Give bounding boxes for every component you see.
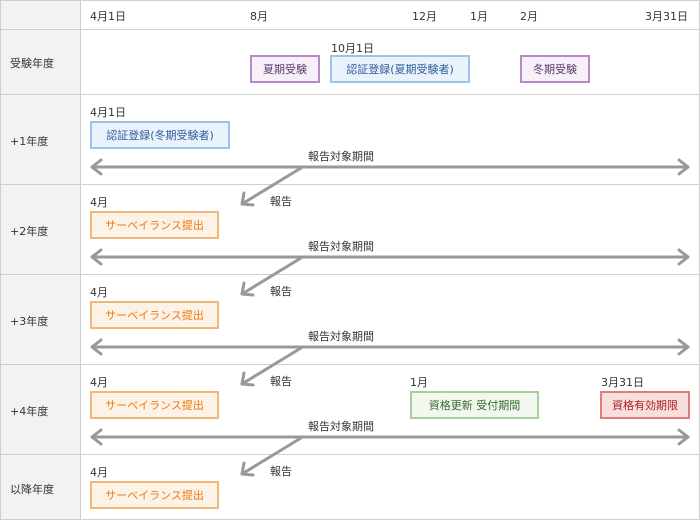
surveillance-submit-box: サーベイランス提出 (90, 481, 219, 509)
row-label-year2: +2年度 (10, 225, 49, 238)
arrowhead-left (90, 338, 103, 356)
report-arrow (240, 346, 303, 386)
month-label-apr1: 4月1日 (90, 10, 126, 23)
arrowhead-right (677, 338, 690, 356)
row-label-column (0, 0, 81, 519)
month-label-jan: 1月 (470, 10, 488, 23)
month-label-feb: 2月 (520, 10, 538, 23)
timeline-header (0, 0, 699, 30)
arrowhead-right (677, 428, 690, 446)
arrowhead-left (90, 248, 103, 266)
renewal-acceptance-box: 資格更新 受付期間 (410, 391, 539, 419)
month-apr: 4月 (90, 466, 108, 479)
row-divider (0, 184, 699, 185)
month-label-dec: 12月 (412, 10, 437, 23)
summer-exam-box: 夏期受験 (250, 55, 320, 83)
report-label: 報告 (270, 195, 292, 208)
qualification-expiry-box: 資格有効期限 (600, 391, 690, 419)
row-divider (0, 364, 699, 365)
month-label-mar31: 3月31日 (645, 10, 688, 23)
report-period-label: 報告対象期間 (306, 328, 376, 344)
report-period-label: 報告対象期間 (306, 148, 376, 164)
arrowhead-right (677, 248, 690, 266)
report-label: 報告 (270, 285, 292, 298)
arrowhead-left (90, 428, 103, 446)
cert-registration-summer-box: 認証登録(夏期受験者) (330, 55, 470, 83)
row-label-year4: +4年度 (10, 405, 49, 418)
report-arrow (240, 166, 303, 206)
report-period-label: 報告対象期間 (306, 418, 376, 434)
report-arrow (240, 256, 303, 296)
report-label: 報告 (270, 375, 292, 388)
surveillance-submit-box: サーベイランス提出 (90, 211, 219, 239)
month-apr: 4月 (90, 286, 108, 299)
row-divider (0, 94, 699, 95)
winter-exam-box: 冬期受験 (520, 55, 590, 83)
month-apr: 4月 (90, 376, 108, 389)
report-arrowhead (240, 281, 255, 297)
report-period-label: 報告対象期間 (306, 238, 376, 254)
report-arrow (240, 436, 303, 476)
month-apr: 4月 (90, 196, 108, 209)
row-divider (0, 274, 699, 275)
arrowhead-left (90, 158, 103, 176)
month-label-aug: 8月 (250, 10, 268, 23)
date-oct1: 10月1日 (331, 42, 374, 55)
row-label-year1: +1年度 (10, 135, 49, 148)
surveillance-submit-box: サーベイランス提出 (90, 391, 219, 419)
surveillance-submit-box: サーベイランス提出 (90, 301, 219, 329)
date-apr1: 4月1日 (90, 106, 126, 119)
report-arrowhead (240, 371, 255, 387)
row-label-later: 以降年度 (10, 483, 54, 496)
month-jan: 1月 (410, 376, 428, 389)
row-label-year3: +3年度 (10, 315, 49, 328)
date-mar31: 3月31日 (601, 376, 644, 389)
row-divider (0, 454, 699, 455)
arrowhead-right (677, 158, 690, 176)
report-arrowhead (240, 191, 255, 207)
report-arrowhead (240, 461, 255, 477)
cert-registration-winter-box: 認証登録(冬期受験者) (90, 121, 230, 149)
row-label-exam-year: 受験年度 (10, 57, 54, 70)
report-label: 報告 (270, 465, 292, 478)
